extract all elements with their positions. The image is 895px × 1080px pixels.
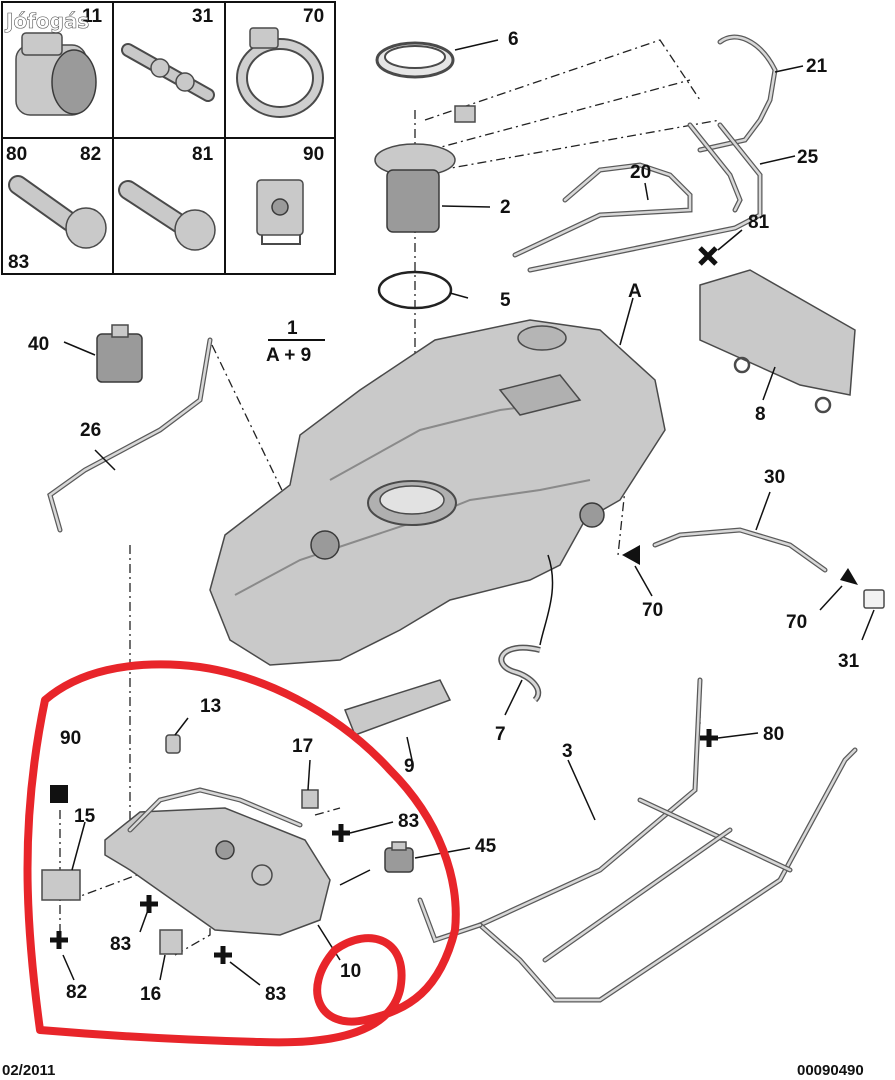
- flange-bolt-part-icon-right: [118, 180, 216, 251]
- remove-cross-icon: [698, 246, 718, 266]
- assembly-numerator: 1: [287, 318, 298, 339]
- callout-15: 15: [74, 806, 96, 827]
- inset-label-80: 80: [6, 144, 27, 165]
- auxiliary-tank-part: [41, 734, 414, 955]
- callout-20: 20: [630, 162, 651, 183]
- callout-70-lower: 70: [786, 612, 807, 633]
- hose-clamp-part-icon: [236, 27, 324, 118]
- callout-83-c: 83: [265, 984, 286, 1005]
- assembly-denominator: A + 9: [266, 345, 311, 366]
- callout-83-b: 83: [110, 934, 131, 955]
- inset-label-90: 90: [303, 144, 324, 165]
- arrow-marker-right: [840, 568, 858, 585]
- lock-ring-part: [375, 41, 455, 79]
- support-cradle-part: [417, 677, 858, 1003]
- connector-31-part: [863, 589, 885, 609]
- callout-90: 90: [60, 728, 81, 749]
- inset-label-31: 31: [192, 6, 214, 27]
- bracket-17-part: [301, 789, 319, 809]
- filler-hose-part: [622, 527, 885, 609]
- hardware-inset-grid: 11 31 70 80 82 83 81: [1, 1, 336, 275]
- inset-label-83: 83: [8, 252, 29, 273]
- callout-10: 10: [340, 961, 361, 982]
- callout-5: 5: [500, 290, 511, 311]
- callout-83-a: 83: [398, 811, 419, 832]
- callout-13: 13: [200, 696, 221, 717]
- plus-markers: [50, 729, 718, 964]
- callout-70-upper: 70: [642, 600, 663, 621]
- callout-26: 26: [80, 420, 101, 441]
- bracket-15-part: [41, 869, 81, 901]
- bracket-9-part: [344, 679, 452, 736]
- callout-8: 8: [755, 404, 766, 425]
- arrow-marker-left: [622, 545, 640, 565]
- sensor-module-part: [96, 324, 143, 383]
- fuel-pipes-assembly: [512, 34, 778, 273]
- callout-3: 3: [562, 741, 573, 762]
- red-highlight-circle: [23, 660, 460, 1047]
- callout-80: 80: [763, 724, 784, 745]
- clip-nut-90-square: [50, 785, 68, 803]
- bracket-16-part: [159, 929, 183, 955]
- inset-label-70: 70: [303, 6, 324, 27]
- callout-leader-lines: [62, 39, 875, 986]
- callout-16: 16: [140, 984, 161, 1005]
- callout-2: 2: [500, 197, 511, 218]
- callout-labels: 6 21 25 20 2 81 5 A 40 8 26 30 70 70 3 1 …: [28, 29, 860, 1005]
- footer-reference-number: 00090490: [797, 1062, 864, 1079]
- inset-label-11: 11: [82, 6, 103, 27]
- callout-81: 81: [748, 212, 770, 233]
- assembly-fraction-label: 1 A + 9: [266, 318, 325, 366]
- callout-31: 31: [838, 651, 860, 672]
- valve-45-part: [384, 841, 414, 873]
- callout-21: 21: [806, 56, 828, 77]
- callout-6: 6: [508, 29, 519, 50]
- o-ring-seal-part: [377, 270, 453, 310]
- callout-40: 40: [28, 334, 49, 355]
- inset-label-81: 81: [192, 144, 214, 165]
- clip-13-part: [165, 734, 181, 754]
- vent-pipe-part: [47, 337, 213, 533]
- fuel-pump-sender-part: [374, 105, 476, 233]
- callout-25: 25: [797, 147, 819, 168]
- callout-45: 45: [475, 836, 497, 857]
- callout-17: 17: [292, 736, 313, 757]
- hose-connector-part-icon: [121, 43, 215, 102]
- cap-part-icon: [15, 32, 97, 116]
- inset-label-82: 82: [80, 144, 101, 165]
- heat-shield-part: [699, 269, 856, 414]
- callout-A: A: [628, 281, 642, 302]
- callout-82: 82: [66, 982, 87, 1003]
- watermark-logo: Jófogás: [4, 9, 89, 33]
- callout-7: 7: [495, 724, 506, 745]
- callout-9: 9: [404, 756, 415, 777]
- callout-30: 30: [764, 467, 785, 488]
- flange-bolt-part-icon-left: [8, 175, 107, 249]
- clip-nut-part-icon: [256, 179, 304, 245]
- footer-date: 02/2011: [2, 1062, 55, 1079]
- fuel-tank-main-part: [209, 319, 666, 666]
